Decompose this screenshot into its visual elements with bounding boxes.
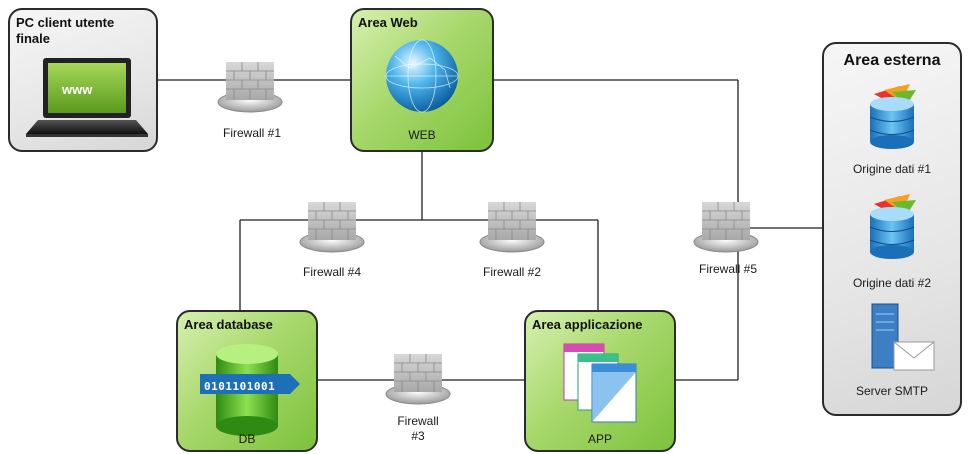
app-label: APP bbox=[587, 432, 612, 446]
firewall-icon-4 bbox=[299, 202, 365, 253]
globe-icon bbox=[385, 39, 459, 113]
database-area-title: Area database bbox=[184, 317, 273, 332]
db-label: DB bbox=[238, 432, 256, 446]
web-area: Area Web WEB bbox=[350, 8, 494, 152]
web-label: WEB bbox=[408, 128, 436, 142]
origin2-label: Origine dati #2 bbox=[852, 276, 932, 290]
app-windows-icon bbox=[563, 343, 637, 423]
database-icon-2 bbox=[869, 194, 916, 259]
firewall-1-label: Firewall #1 bbox=[222, 126, 282, 140]
firewall-4-label: Firewall #4 bbox=[302, 265, 362, 279]
firewall-3-label-line1: Firewall bbox=[397, 414, 439, 428]
smtp-label: Server SMTP bbox=[855, 384, 928, 398]
database-icon bbox=[200, 344, 300, 436]
web-area-title: Area Web bbox=[358, 15, 418, 30]
external-area: Area esterna bbox=[822, 42, 962, 416]
firewall-5-label: Firewall #5 bbox=[698, 262, 758, 276]
pc-client-area: PC client utente finale www bbox=[8, 8, 158, 152]
firewall-icon-5 bbox=[693, 202, 759, 253]
database-icon-1 bbox=[869, 84, 916, 149]
server-mail-icon bbox=[871, 303, 935, 371]
laptop-icon bbox=[26, 58, 148, 137]
app-area-title: Area applicazione bbox=[532, 317, 643, 332]
pc-client-title: PC client utente finale bbox=[16, 15, 115, 46]
firewall-icon-2 bbox=[479, 202, 545, 253]
firewall-icon-3 bbox=[385, 354, 451, 405]
external-area-title: Area esterna bbox=[843, 52, 941, 69]
database-area: Area database 0101101001 DB bbox=[176, 310, 318, 452]
app-area: Area applicazione APP bbox=[524, 310, 676, 452]
firewall-3-label-line2: #3 bbox=[411, 429, 425, 443]
firewall-2-label: Firewall #2 bbox=[482, 265, 542, 279]
laptop-screen-text: www bbox=[62, 82, 93, 97]
origin1-label: Origine dati #1 bbox=[852, 162, 932, 176]
external-icons bbox=[869, 84, 935, 371]
db-bits: 0101101001 bbox=[204, 380, 276, 393]
firewall-icon-1 bbox=[217, 62, 283, 113]
